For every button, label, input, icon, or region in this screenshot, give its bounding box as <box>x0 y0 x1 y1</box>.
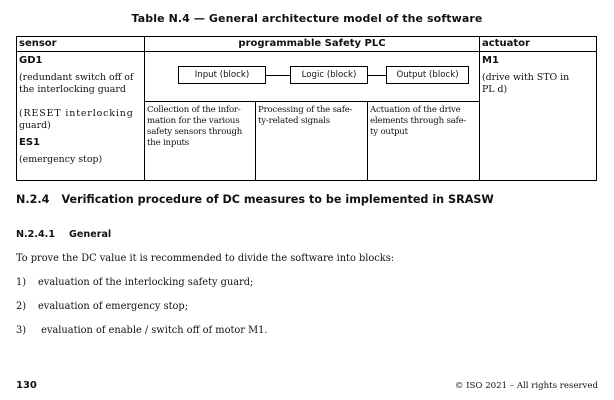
list-text: evaluation of the interlocking safety gu… <box>38 277 254 288</box>
section-heading: N.2.4 Verification procedure of DC measur… <box>16 193 494 206</box>
column-divider <box>479 37 480 180</box>
list-item: 1) evaluation of the interlocking safety … <box>16 277 253 288</box>
logic-block: Logic (block) <box>290 66 368 84</box>
description-line: mation for the various <box>147 116 240 126</box>
description-line: ty-related signals <box>258 116 330 126</box>
logic-description: Processing of the safe- ty-related signa… <box>258 105 366 127</box>
table-title: Table N.4 — General architecture model o… <box>131 12 483 25</box>
description-line: safety sensors through <box>147 127 243 137</box>
list-item: 3) evaluation of enable / switch off of … <box>16 325 268 336</box>
sub-column-divider <box>367 101 368 180</box>
row-divider <box>144 101 480 102</box>
sub-column-divider <box>255 101 256 180</box>
gd1-label: GD1 <box>19 55 43 66</box>
list-text: evaluation of emergency stop; <box>38 301 189 312</box>
header-plc: programmable Safety PLC <box>238 38 386 49</box>
header-actuator: actuator <box>482 38 530 49</box>
actuator-cell: M1 (drive with STO in PL d) <box>482 53 595 96</box>
page-number: 130 <box>16 380 37 391</box>
description-line: Collection of the infor- <box>147 105 241 115</box>
intro-paragraph: To prove the DC value it is recommended … <box>16 253 395 264</box>
description-line: ty output <box>370 127 408 137</box>
list-number: 2) <box>16 301 27 312</box>
connector-line <box>266 75 290 76</box>
output-block: Output (block) <box>386 66 469 84</box>
section-title: Verification procedure of DC measures to… <box>61 193 494 206</box>
list-number: 3) <box>16 325 27 336</box>
gd1-description-line2: the interlocking guard <box>19 84 126 95</box>
list-item: 2) evaluation of emergency stop; <box>16 301 188 312</box>
column-divider <box>144 37 145 180</box>
list-text: evaluation of enable / switch off of mot… <box>38 325 268 336</box>
description-line: Actuation of the drive <box>370 105 461 115</box>
m1-description-line1: (drive with STO in <box>482 72 570 83</box>
gd1-description-line1: (redundant switch off of <box>19 72 134 83</box>
description-line: the inputs <box>147 138 189 148</box>
m1-label: M1 <box>482 55 499 66</box>
es1-label: ES1 <box>19 137 40 148</box>
description-line: elements through safe- <box>370 116 467 126</box>
output-description: Actuation of the drive elements through … <box>370 105 478 138</box>
header-sensor: sensor <box>19 38 57 49</box>
header-divider <box>17 51 596 52</box>
subsection-number: N.2.4.1 <box>16 229 55 240</box>
architecture-table: sensor programmable Safety PLC actuator … <box>16 36 597 181</box>
reset-line2: guard) <box>19 120 51 131</box>
connector-line <box>368 75 386 76</box>
description-line: Processing of the safe- <box>258 105 353 115</box>
section-number: N.2.4 <box>16 193 50 206</box>
copyright-notice: © ISO 2021 – All rights reserved <box>454 381 598 391</box>
subsection-heading: N.2.4.1 General <box>16 229 111 240</box>
list-number: 1) <box>16 277 27 288</box>
sensor-cell: GD1 (redundant switch off of the interlo… <box>19 53 143 166</box>
subsection-title: General <box>69 229 112 240</box>
m1-description-line2: PL d) <box>482 84 508 95</box>
input-block: Input (block) <box>178 66 266 84</box>
reset-line1: (RESET interlocking <box>19 108 134 119</box>
input-description: Collection of the infor- mation for the … <box>147 105 255 149</box>
es1-description: (emergency stop) <box>19 154 103 165</box>
